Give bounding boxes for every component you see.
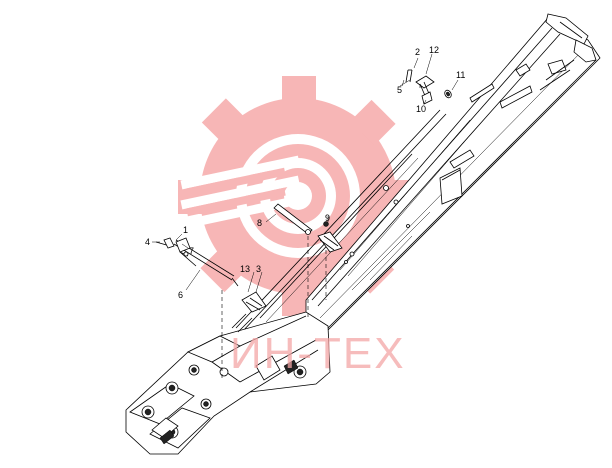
callout-3: 3 [256, 264, 261, 274]
part-shaft-8 [273, 203, 313, 235]
callout-2: 2 [415, 47, 420, 57]
callout-10: 10 [416, 104, 426, 114]
watermark-gear-logo [178, 76, 418, 316]
part-clamp-9 [317, 221, 343, 253]
callout-12: 12 [429, 45, 439, 55]
callout-4: 4 [145, 237, 150, 247]
part-clamp-13-3 [231, 277, 267, 313]
leader-lines [152, 53, 459, 293]
callout-6: 6 [178, 290, 183, 300]
callout-13: 13 [240, 264, 250, 274]
part-bolt-4-1-7 [155, 237, 191, 257]
base-frame [125, 311, 331, 455]
callout-labels: 1 2 3 4 5 6 7 8 9 10 11 12 13 [145, 45, 465, 300]
callout-7: 7 [189, 246, 194, 256]
callout-8: 8 [257, 218, 262, 228]
callout-5: 5 [397, 85, 402, 95]
hydraulic-cylinder [235, 109, 447, 333]
part-pin-10-12 [415, 75, 435, 105]
part-cotter-2-5 [399, 69, 413, 87]
part-washer-11 [444, 89, 452, 99]
watermark-text: ИН-ТЕХ [230, 329, 406, 378]
callout-1: 1 [183, 225, 188, 235]
callout-11: 11 [456, 70, 465, 80]
callout-9: 9 [325, 213, 330, 223]
